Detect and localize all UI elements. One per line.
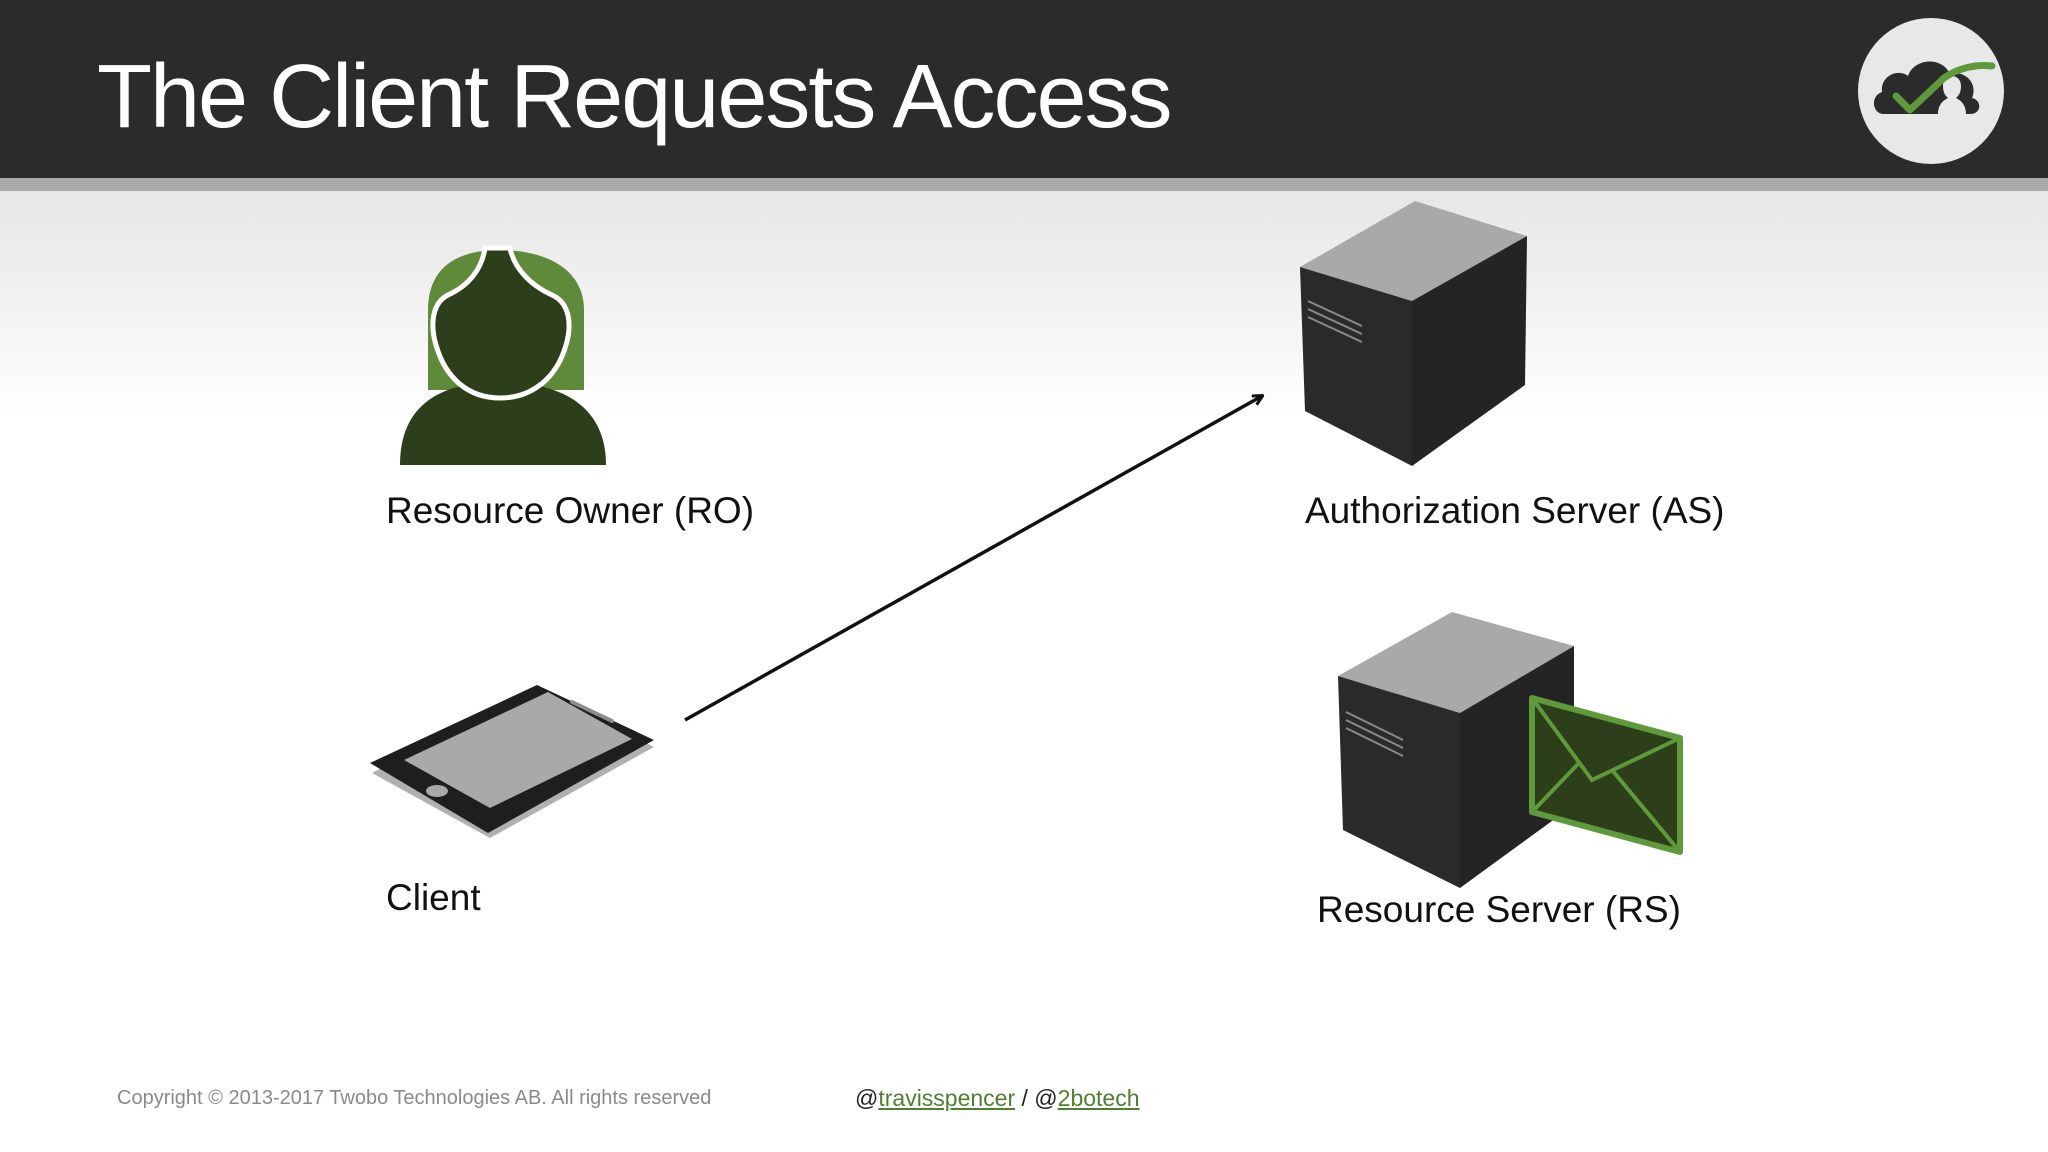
background-gradient: [0, 191, 2048, 421]
tablet-icon: [370, 685, 654, 838]
user-icon: [400, 245, 606, 465]
request-arrow: [684, 396, 1262, 722]
resource-server-label: Resource Server (RS): [1317, 889, 1681, 930]
cloud-check-user-icon: [1858, 18, 2004, 164]
client-label: Client: [386, 877, 481, 918]
handle-link-travisspencer[interactable]: travisspencer: [878, 1085, 1016, 1111]
handle-link-2botech[interactable]: 2botech: [1057, 1085, 1140, 1111]
header-bar: [0, 0, 2048, 178]
resource-owner-label: Resource Owner (RO): [386, 490, 755, 531]
handle-separator: / @: [1015, 1085, 1058, 1111]
social-handles: @travisspencer / @2botech: [855, 1085, 1140, 1112]
server-icon: [1300, 201, 1527, 466]
authorization-server-label: Authorization Server (AS): [1305, 490, 1725, 531]
header-divider: [0, 178, 2048, 191]
at-sign: @: [855, 1085, 879, 1111]
copyright-text: Copyright © 2013-2017 Twobo Technologies…: [117, 1087, 712, 1109]
slide-title: The Client Requests Access: [97, 47, 1173, 147]
server-envelope-icon: [1338, 612, 1683, 888]
